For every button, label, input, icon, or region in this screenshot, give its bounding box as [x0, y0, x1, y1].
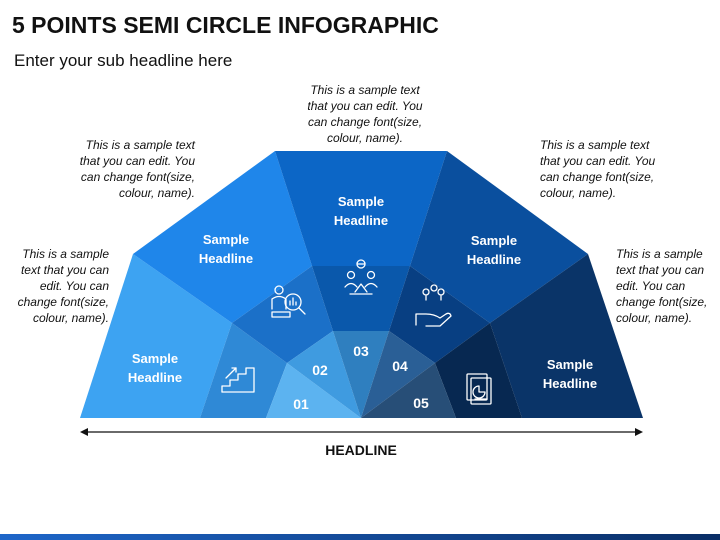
point-1-number: 01 [293, 396, 309, 412]
report-icon [466, 373, 492, 405]
segment-5-middle[interactable] [435, 323, 522, 418]
page-title: 5 POINTS SEMI CIRCLE INFOGRAPHIC [12, 12, 439, 38]
point-4-number: 04 [392, 358, 408, 374]
segment-3-core[interactable] [333, 331, 389, 418]
segment-1-middle[interactable] [200, 323, 287, 418]
segment-2-core[interactable] [287, 331, 361, 418]
point-5-number: 05 [413, 395, 429, 411]
segment-1-core[interactable] [266, 363, 361, 418]
segment-4-middle[interactable] [389, 266, 490, 363]
segment-2-middle[interactable] [232, 266, 333, 363]
team-money-icon [344, 259, 378, 295]
axis-label: HEADLINE [325, 442, 397, 458]
point-2-number: 02 [312, 362, 328, 378]
point-3-number: 03 [353, 343, 369, 359]
segment-3-middle[interactable] [312, 266, 410, 331]
segment-4-core[interactable] [361, 331, 435, 418]
page-subtitle: Enter your sub headline here [14, 51, 233, 70]
bottom-accent-bar [0, 534, 720, 540]
hand-coins-icon [415, 284, 452, 327]
segment-1-outer[interactable] [80, 254, 232, 418]
stairs-icon [221, 367, 255, 393]
segment-3-outer[interactable] [275, 151, 447, 266]
segment-4-outer[interactable] [410, 151, 588, 323]
segment-5-outer[interactable] [490, 254, 643, 418]
segment-5-core[interactable] [361, 363, 456, 418]
analytics-person-icon [271, 285, 306, 318]
segment-2-outer[interactable] [133, 151, 312, 323]
headline-axis [80, 428, 643, 436]
